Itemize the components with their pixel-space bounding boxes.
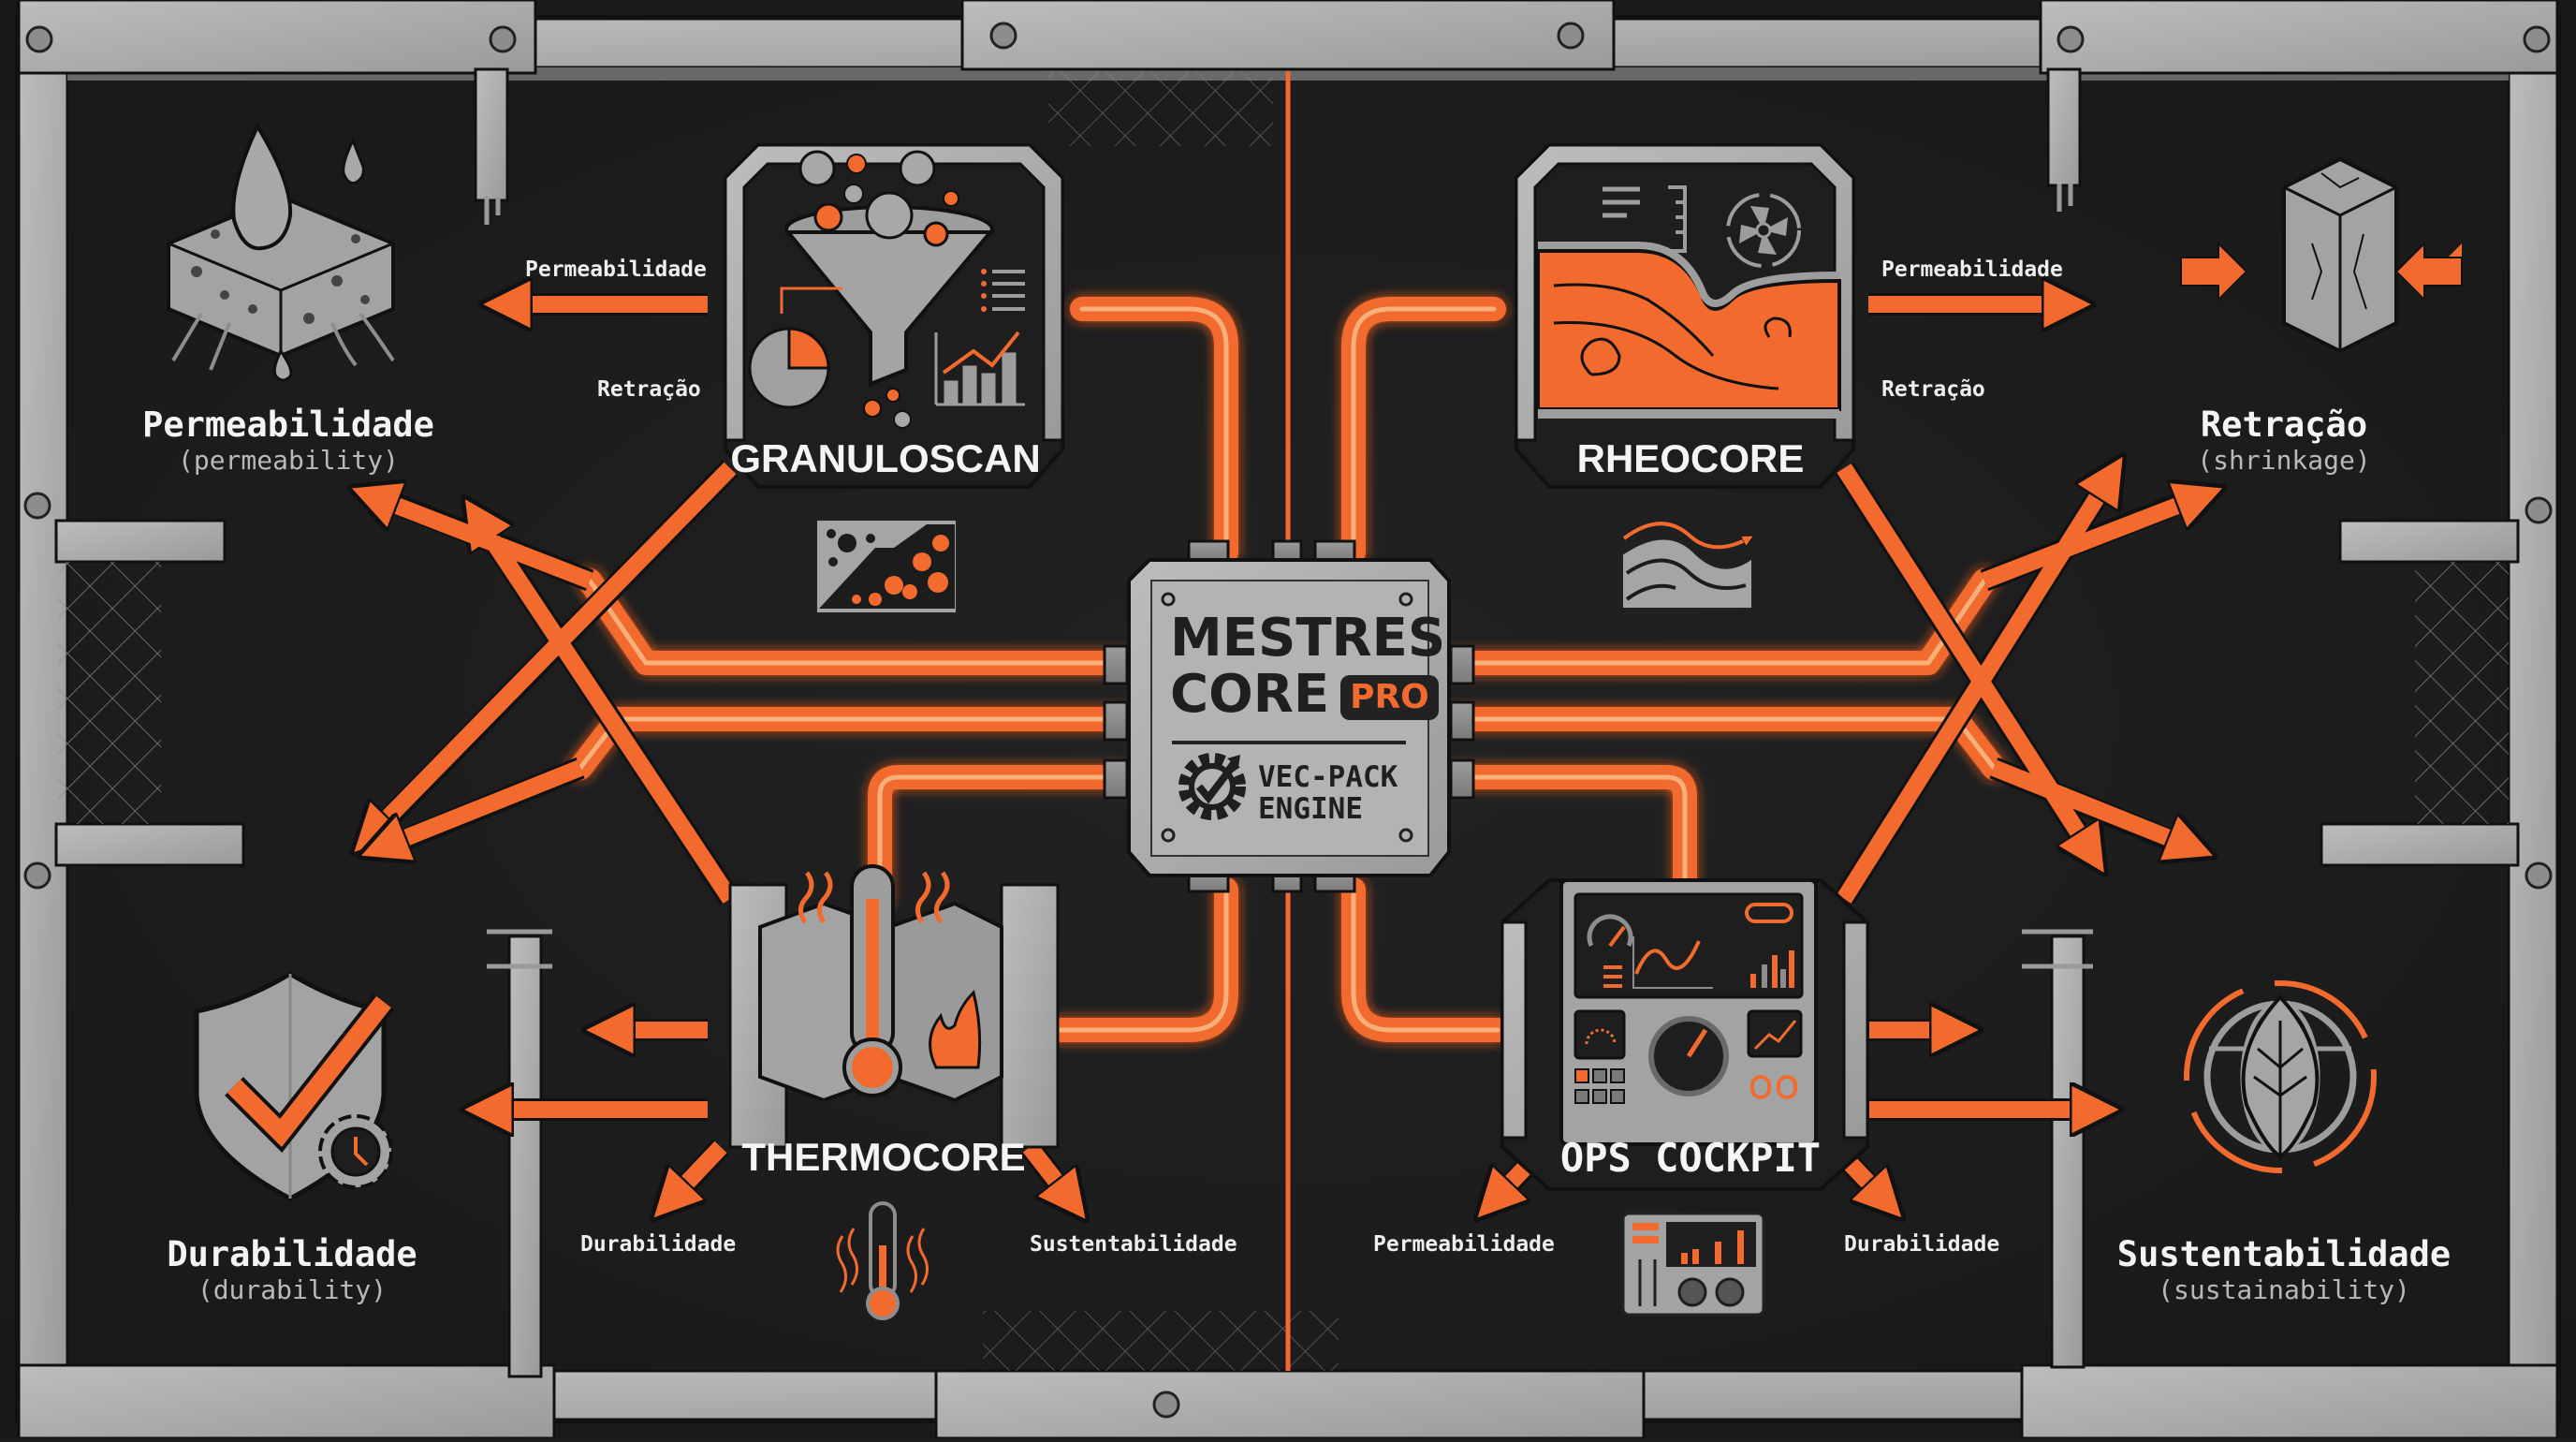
module-granuloscan[interactable]: GRANULOSCAN	[730, 436, 1041, 480]
cracked-cube-compress-icon	[2180, 156, 2463, 354]
outcome-subtitle: (sustainability)	[2158, 1274, 2410, 1305]
outcome-durabilidade[interactable]: Durabilidade (durability)	[167, 1234, 417, 1305]
pro-badge: PRO	[1340, 674, 1439, 720]
porous-block-drop-icon	[167, 122, 395, 382]
edge-label-ops-permeabilidade: Permeabilidade	[1373, 1232, 1555, 1257]
edge-label-rheocore-permeabilidade: Permeabilidade	[1881, 258, 2063, 282]
edge-label-rheocore-retracao: Retração	[1881, 377, 1985, 402]
concrete-frame	[15, 0, 2561, 1440]
outcome-retracao[interactable]: Retração (shrinkage)	[2197, 405, 2370, 476]
outcome-title: Permeabilidade	[142, 405, 434, 445]
outcome-title: Sustentabilidade	[2116, 1234, 2452, 1274]
edge-label-ops-durabilidade: Durabilidade	[1844, 1232, 2000, 1257]
outcome-title: Retração	[2200, 405, 2368, 445]
engine-label: VEC-PACK ENGINE	[1258, 760, 1398, 826]
module-rheocore[interactable]: RHEOCORE	[1576, 436, 1805, 480]
control-panel-icon	[1559, 878, 1818, 1146]
module-ops-cockpit[interactable]: OPS COCKPIT	[1559, 1135, 1822, 1181]
outcome-permeabilidade[interactable]: Permeabilidade (permeability)	[142, 405, 434, 476]
leaf-globe-recycle-icon	[2184, 980, 2377, 1173]
core-box	[1103, 539, 1475, 893]
aggregate-texture-icon	[815, 519, 958, 614]
gear-check-arrow-icon	[1178, 753, 1246, 820]
edge-label-granuloscan-permeabilidade: Permeabilidade	[525, 258, 707, 282]
arrows	[365, 304, 2209, 1208]
thermometer-heat-icon	[836, 1201, 929, 1320]
outcome-sustentabilidade[interactable]: Sustentabilidade (sustainability)	[2117, 1234, 2451, 1305]
edge-label-thermocore-sustentabilidade: Sustentabilidade	[1030, 1232, 1237, 1257]
edge-label-thermocore-durabilidade: Durabilidade	[580, 1232, 737, 1257]
flow-waves-icon	[1621, 522, 1752, 610]
shield-check-clock-icon	[194, 971, 395, 1201]
mixer-console-icon	[1621, 1212, 1765, 1317]
outcome-subtitle: (shrinkage)	[2197, 445, 2371, 476]
outcome-subtitle: (permeability)	[177, 445, 399, 476]
core-title-line1: MESTRES	[1170, 608, 1446, 669]
outcome-title: Durabilidade	[167, 1234, 417, 1274]
funnel-particles-icon	[748, 150, 1025, 429]
flow-mixer-icon	[1536, 185, 1841, 419]
outcome-subtitle: (durability)	[197, 1274, 388, 1305]
thermometer-concrete-fire-icon	[758, 864, 1003, 1103]
edge-label-granuloscan-retracao: Retração	[597, 377, 701, 402]
module-thermocore[interactable]: THERMOCORE	[741, 1135, 1026, 1179]
